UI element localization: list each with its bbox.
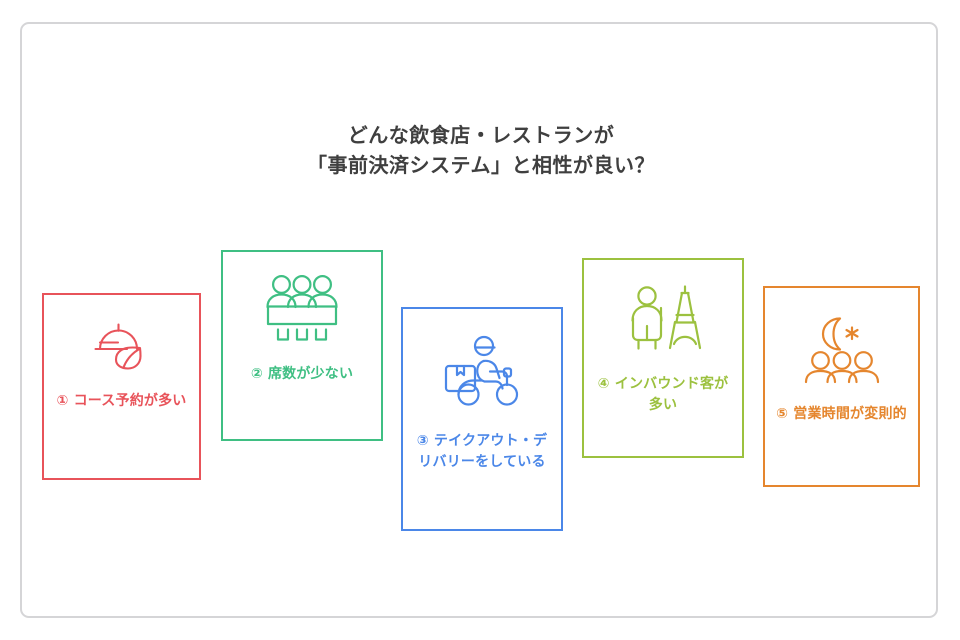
card-label-irregular-hours: ⑤ 営業時間が変則的 xyxy=(776,406,907,422)
page-title-line-2: 「事前決済システム」と相性が良い？ xyxy=(307,153,655,177)
page-title: どんな飲食店・レストランが 「事前決済システム」と相性が良い？ xyxy=(22,120,940,180)
tourist-eiffel-tower-icon xyxy=(623,282,703,358)
card-takeout-delivery[interactable]: ③ テイクアウト・デリバリーをしている xyxy=(401,307,563,531)
delivery-scooter-icon xyxy=(438,335,526,413)
card-label-course-reservations: ① コース予約が多い xyxy=(56,393,187,409)
people-counter-seats-icon xyxy=(264,274,340,348)
card-label-few-seats: ② 席数が少ない xyxy=(250,366,354,382)
page-title-line-1: どんな飲食店・レストランが xyxy=(347,123,615,147)
card-inbound-customers[interactable]: ④ インバウンド客が多い xyxy=(582,258,744,458)
slide-container: どんな飲食店・レストランが 「事前決済システム」と相性が良い？ ① コース予約が… xyxy=(20,22,938,618)
card-label-inbound-customers: ④ インバウンド客が多い xyxy=(597,376,729,413)
cloche-leaf-icon xyxy=(91,319,153,377)
moon-star-people-icon xyxy=(803,312,881,388)
card-few-seats[interactable]: ② 席数が少ない xyxy=(221,250,383,441)
card-label-takeout-delivery: ③ テイクアウト・デリバリーをしている xyxy=(416,433,548,470)
card-irregular-hours[interactable]: ⑤ 営業時間が変則的 xyxy=(763,286,920,487)
card-course-reservations[interactable]: ① コース予約が多い xyxy=(42,293,201,480)
